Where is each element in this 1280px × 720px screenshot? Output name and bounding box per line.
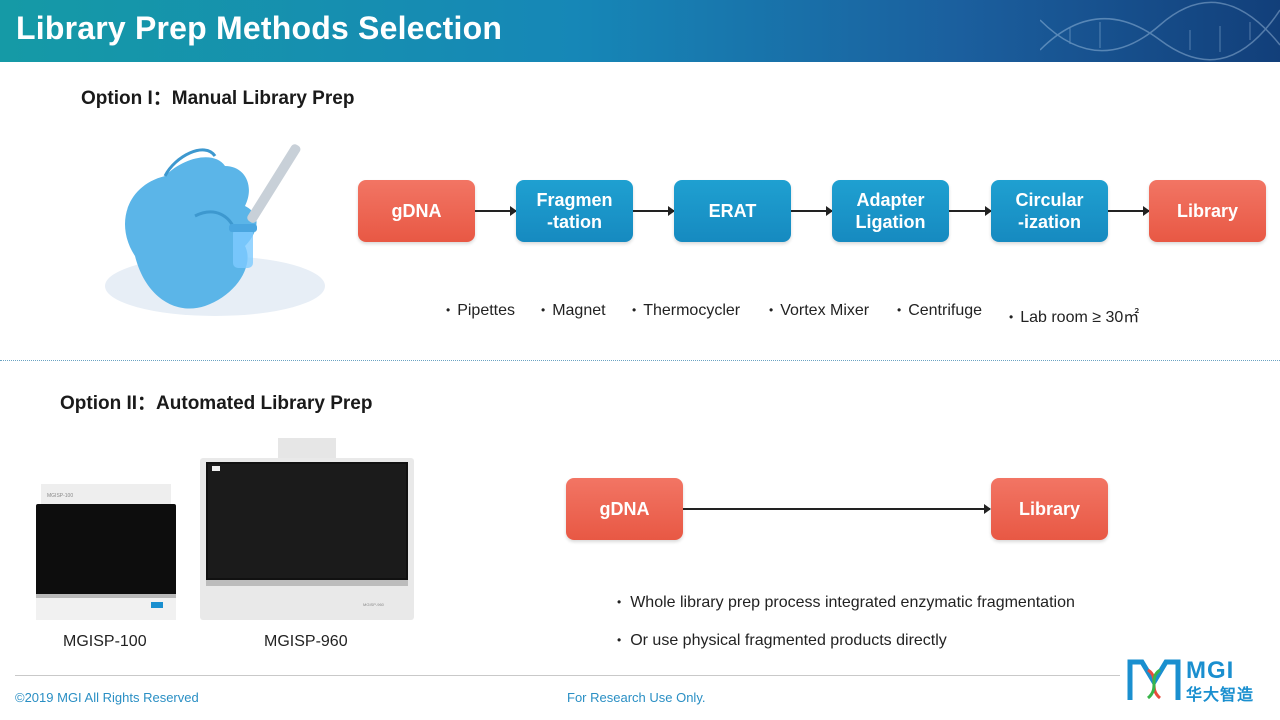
flow-step-label: Adapter	[856, 190, 925, 210]
flow-step-node: Library	[1149, 180, 1266, 242]
flow-step-node: Fragmen-tation	[516, 180, 633, 242]
option1-title: Option I：Manual Library Prep	[81, 88, 355, 109]
page-title: Library Prep Methods Selection	[16, 10, 503, 46]
flow-step-node: Circular-ization	[991, 180, 1108, 242]
mgisp-960-badge: MGISP-960	[363, 602, 385, 607]
flow-step-label-line2: -tation	[547, 212, 602, 232]
equipment-item: Thermocycler	[632, 302, 740, 320]
flow-arrow	[949, 206, 992, 216]
footer-copyright: ©2019 MGI All Rights Reserved	[15, 690, 199, 705]
auto-flow-start-label: gDNA	[599, 499, 650, 519]
auto-flow-end-label: Library	[1018, 499, 1081, 519]
flow-step-label: ERAT	[708, 201, 757, 221]
auto-bullet-2: Or use physical fragmented products dire…	[617, 632, 947, 650]
section-divider	[0, 360, 1280, 361]
auto-bullet-1: Whole library prep process integrated en…	[617, 594, 1075, 612]
mgisp-960-label: MGISP-960	[264, 633, 348, 650]
dna-helix-decoration	[1040, 1, 1280, 61]
equipment-item: Vortex Mixer	[769, 302, 869, 320]
equipment-item: Lab room ≥ 30㎡	[1009, 303, 1139, 327]
mgisp-100-image: MGISP-100	[36, 484, 176, 620]
flow-arrow	[475, 206, 517, 216]
footer-divider	[15, 675, 1120, 676]
auto-flow-arrow	[683, 504, 991, 514]
flow-step-label: Circular	[1015, 190, 1084, 210]
auto-flow-end-node: Library	[991, 478, 1108, 540]
footer-research-note: For Research Use Only.	[567, 690, 706, 705]
flow-step-node: gDNA	[358, 180, 475, 242]
mgi-logo-cn-text: 华大智造	[1186, 687, 1255, 704]
mgi-logo-text: MGI	[1186, 657, 1235, 684]
auto-flow-start-node: gDNA	[566, 478, 683, 540]
flow-step-label-line2: -ization	[1018, 212, 1081, 232]
equipment-item: Pipettes	[446, 302, 515, 320]
flow-arrow	[633, 206, 675, 216]
equipment-item: Magnet	[541, 302, 605, 320]
header-banner: Library Prep Methods Selection	[0, 0, 1280, 62]
mgi-logo-icon	[1127, 659, 1181, 700]
flow-step-node: ERAT	[674, 180, 791, 242]
flow-step-label: Library	[1176, 201, 1239, 221]
mgisp-100-badge: MGISP-100	[47, 493, 73, 499]
flow-step-label: Fragmen	[536, 190, 613, 210]
mgisp-960-image: MGISP-960	[200, 438, 414, 620]
flow-arrow	[791, 206, 833, 216]
flow-step-label: gDNA	[391, 201, 442, 221]
flow-step-label-line2: Ligation	[855, 212, 926, 232]
equipment-item: Centrifuge	[897, 302, 982, 320]
gloved-hand-pipette-image	[105, 144, 325, 316]
flow-arrow	[1108, 206, 1150, 216]
mgisp-100-label: MGISP-100	[63, 633, 147, 650]
option2-title: Option II：Automated Library Prep	[60, 393, 373, 414]
